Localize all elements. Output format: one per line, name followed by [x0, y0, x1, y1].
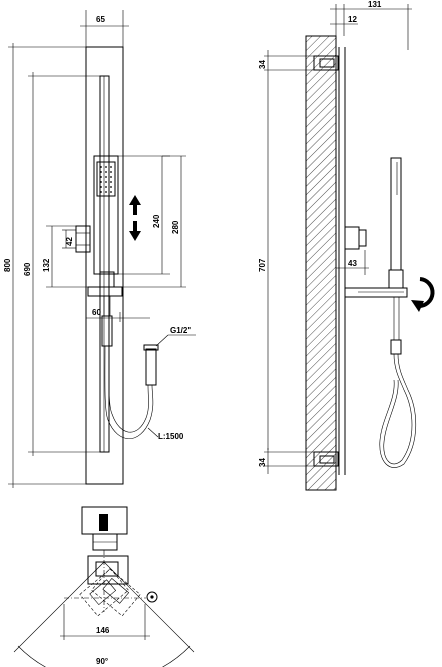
- side-wall-section: [305, 35, 337, 491]
- dim-outlet-range: 280: [118, 155, 186, 288]
- dim-width-label: 65: [96, 15, 105, 24]
- dim-outlet-offset-label: 60: [92, 308, 101, 317]
- top-bracket: 34: [258, 50, 339, 76]
- dim-bracket-span-label: 707: [258, 258, 267, 272]
- dim-bar-height: 690: [23, 72, 100, 456]
- dim-wall-offset-label: 12: [348, 15, 357, 24]
- top-view: 146 90°: [13, 506, 195, 667]
- hose-thread-label: G1/2": [170, 326, 191, 335]
- shower-holder: [87, 271, 123, 347]
- shower-nozzle-grid: [100, 166, 112, 193]
- dim-outlet-offset: 60: [85, 308, 150, 322]
- dim-bottom-bracket-label: 34: [258, 458, 267, 467]
- top-hose-connector-icon: [99, 514, 108, 531]
- rotation-arrow-icon: [411, 277, 435, 312]
- dim-elbow-size-label: 42: [65, 237, 74, 246]
- dim-holder-width-label: 146: [96, 626, 110, 635]
- front-wall-plate: [85, 46, 124, 485]
- dim-elbow-height-label: 132: [42, 258, 51, 272]
- dim-elbow-projection-label: 43: [348, 259, 357, 268]
- dim-slide-range: 240: [118, 155, 170, 275]
- dim-holder-width: 146: [60, 604, 150, 640]
- wall-elbow: 132 42: [42, 225, 94, 288]
- front-view: 65 800 690: [3, 10, 196, 488]
- dim-outlet-range-label: 280: [171, 220, 180, 234]
- side-wall-elbow: 43: [336, 226, 369, 275]
- side-hose: [379, 353, 417, 468]
- dim-rotation-label: 90°: [96, 657, 108, 666]
- dim-bar-height-label: 690: [23, 262, 32, 276]
- dim-rotation-arc: 90°: [13, 561, 195, 667]
- dim-side-depth: 131 12: [330, 0, 412, 50]
- dim-depth-label: 131: [368, 0, 382, 9]
- side-hand-shower: [388, 157, 404, 355]
- shower-hose: G1/2" L:1500: [104, 326, 196, 441]
- slide-direction-arrow-icon: [129, 195, 141, 241]
- dim-total-height-label: 800: [3, 258, 12, 272]
- dim-bracket-span: 707: [258, 76, 269, 450]
- hose-length-label: L:1500: [158, 432, 184, 441]
- front-slide-bar: [99, 75, 110, 453]
- dim-width: 65: [80, 10, 129, 47]
- dim-slide-range-label: 240: [152, 214, 161, 228]
- holder-rotation-positions: [64, 550, 158, 617]
- side-holder: [344, 287, 408, 298]
- bottom-bracket: 34: [258, 448, 339, 474]
- dim-total-height: 800: [3, 43, 86, 488]
- dim-top-bracket-label: 34: [258, 60, 267, 69]
- hand-shower: [93, 155, 119, 275]
- side-view: 131 12 34 707 34: [258, 0, 435, 491]
